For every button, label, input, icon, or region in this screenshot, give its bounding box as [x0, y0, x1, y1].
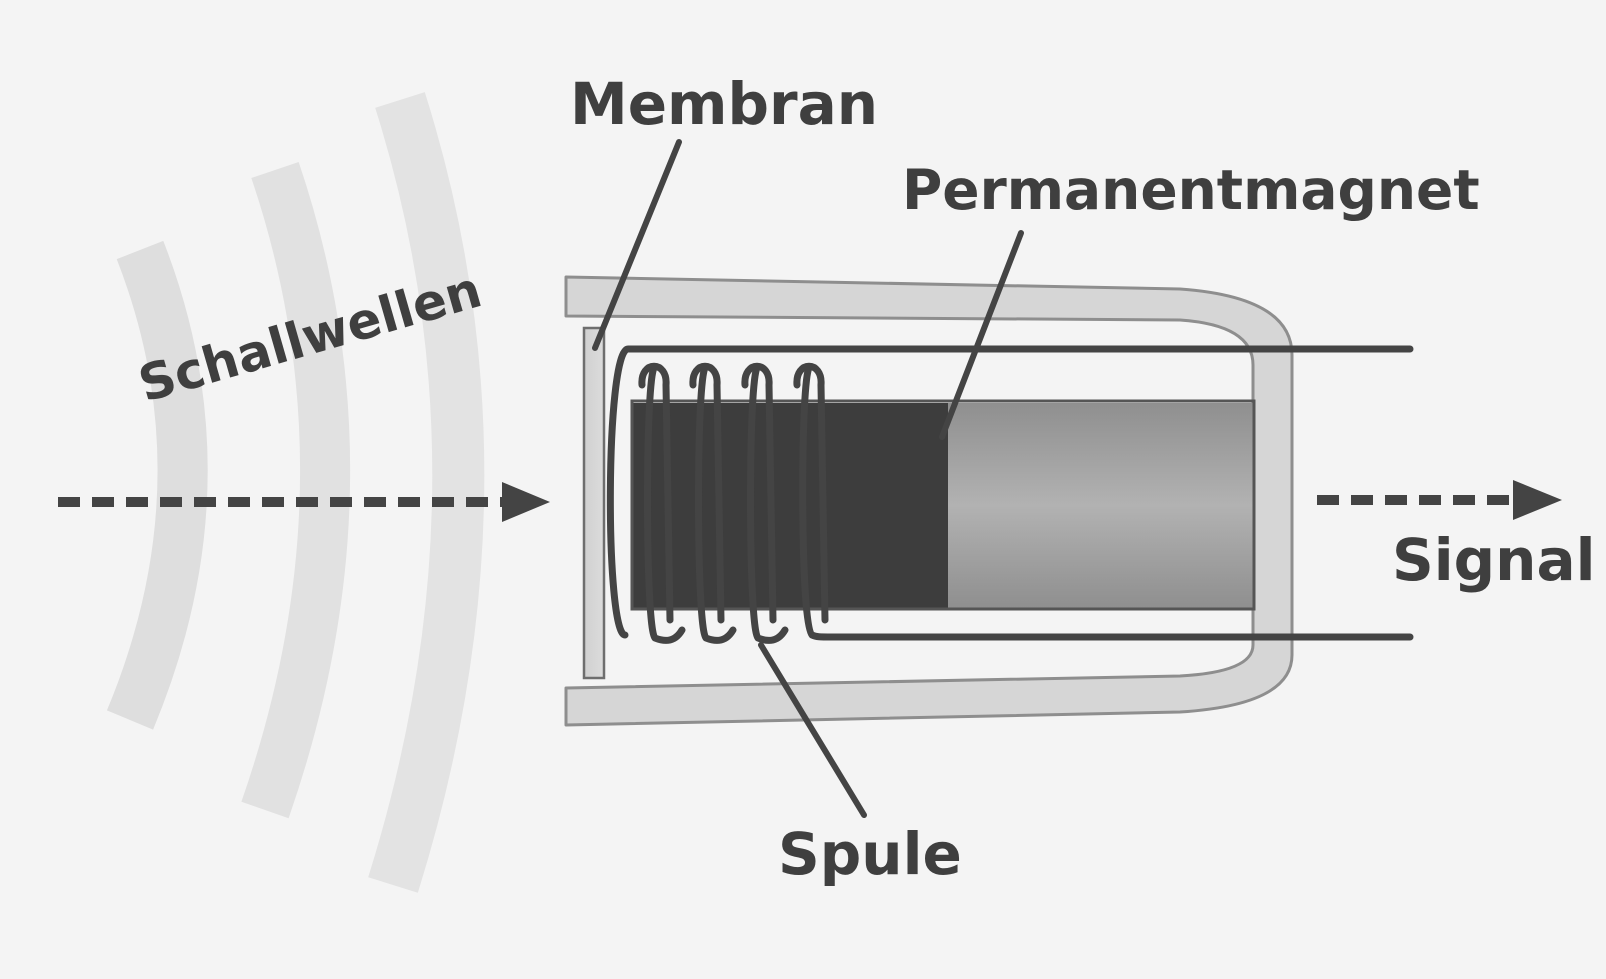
input-arrow: [58, 482, 550, 522]
magnet-light-part: [948, 403, 1254, 608]
output-arrow: [1317, 480, 1562, 520]
membrane-leader: [592, 139, 682, 351]
housing-shell: [564, 275, 1294, 727]
sound-wave-arc-3: [368, 92, 485, 893]
magnet-leader: [939, 230, 1024, 440]
label-signal: Signal: [1392, 526, 1595, 594]
permanent-magnet: [630, 399, 1256, 611]
coil-winding-4: [799, 363, 1414, 641]
sound-waves: [106, 92, 485, 893]
coil-winding-2: [695, 363, 737, 644]
leader-lines: [592, 139, 1024, 818]
label-membrane: Membran: [570, 70, 878, 138]
coil-loop-returns: [662, 381, 829, 624]
label-permanent-magnet: Permanentmagnet: [902, 158, 1480, 222]
input-arrow-head: [502, 482, 550, 522]
coil-leader: [758, 642, 867, 818]
sound-wave-arc-2: [241, 161, 351, 819]
coil-winding-3: [747, 363, 789, 644]
coil-winding-1: [644, 363, 686, 644]
coil: [606, 345, 1414, 644]
coil-top-lead: [606, 345, 1414, 639]
magnet-dark-part: [632, 403, 948, 608]
label-coil: Spule: [778, 820, 962, 888]
sound-wave-arc-1: [106, 240, 208, 730]
housing: [564, 275, 1294, 727]
output-arrow-head: [1513, 480, 1562, 520]
coil-loop-tops: [638, 362, 825, 389]
membrane: [582, 326, 606, 680]
